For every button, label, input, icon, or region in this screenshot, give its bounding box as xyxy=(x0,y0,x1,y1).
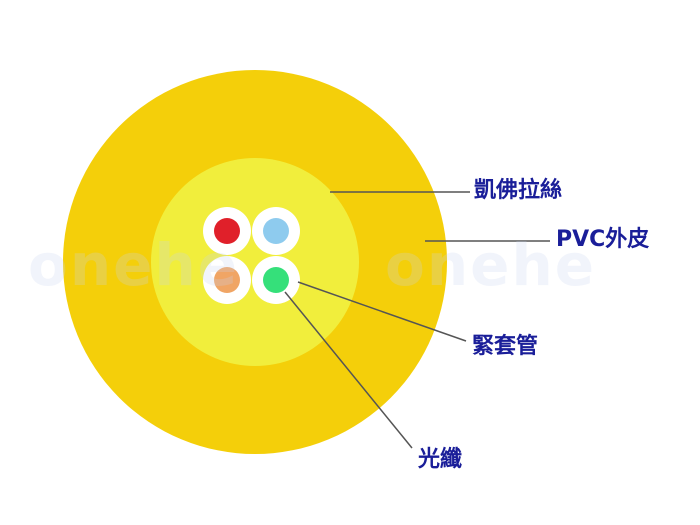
label-fiber: 光纖 xyxy=(418,447,463,472)
fiber-core-green xyxy=(263,267,289,293)
leader-line-fiber xyxy=(284,291,413,449)
label-pvc-jacket: PVC外皮 xyxy=(556,227,650,252)
label-kevlar: 凱佛拉絲 xyxy=(474,178,563,203)
leader-line-tight-buffer xyxy=(297,281,467,342)
fiber-core-orange xyxy=(214,267,240,293)
fiber-core-blue xyxy=(263,218,289,244)
watermark-right: onehe xyxy=(385,231,597,299)
kevlar-layer xyxy=(151,158,359,366)
fiber-core-red xyxy=(214,218,240,244)
watermark-left: onehe xyxy=(28,231,240,299)
label-tight-buffer: 緊套管 xyxy=(472,334,539,359)
